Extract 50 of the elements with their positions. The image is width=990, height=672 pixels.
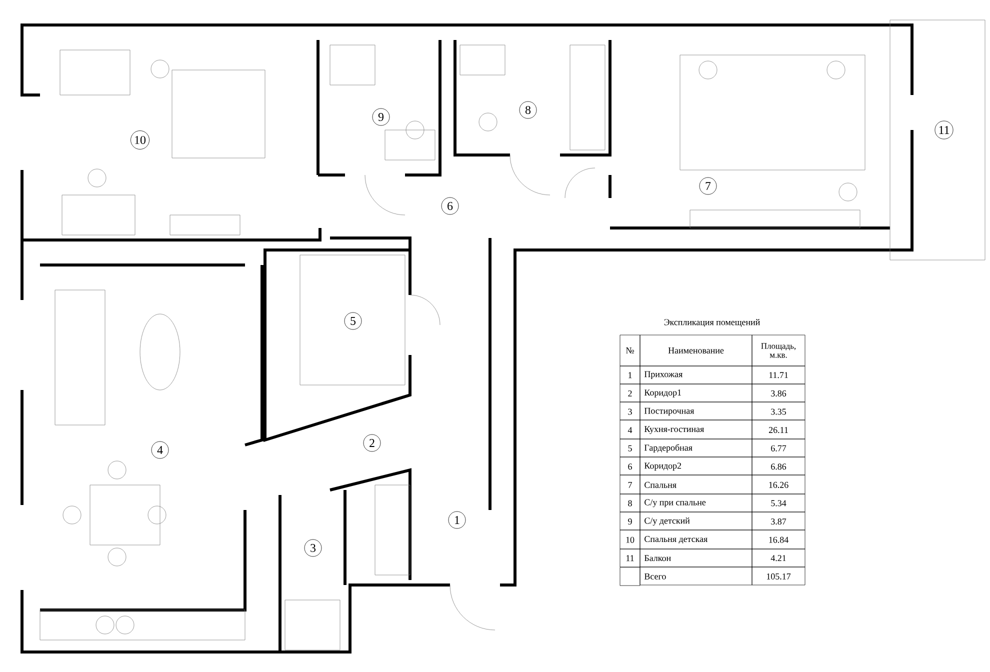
room-number: 10 <box>130 130 150 150</box>
room-number: 7 <box>699 177 717 195</box>
table-title: Экспликация помещений <box>664 319 760 327</box>
table-cell: 10 <box>620 530 640 550</box>
room-number: 6 <box>441 197 459 215</box>
table-cell: 11.71 <box>752 366 806 384</box>
table-cell: Прихожая <box>640 366 752 384</box>
table-cell: Площадь, м.кв. <box>752 334 806 366</box>
table-cell: 2 <box>620 384 640 402</box>
table-cell: 5 <box>620 438 640 458</box>
table-cell: Коридор1 <box>640 384 752 402</box>
room-number: 4 <box>151 441 169 459</box>
table-cell: Гардеробная <box>640 438 752 458</box>
table-cell: 105.17 <box>752 566 806 586</box>
table-cell: 6.77 <box>752 438 806 458</box>
table-cell: 3.87 <box>752 512 806 530</box>
table-cell: 3.86 <box>752 384 806 402</box>
room-number: 11 <box>934 120 954 140</box>
table-cell: 6 <box>620 456 640 476</box>
table-cell: 26.11 <box>752 420 806 440</box>
room-number: 9 <box>372 108 390 126</box>
table-cell: 4.21 <box>752 548 806 568</box>
table-cell: Кухня-гостиная <box>640 420 752 440</box>
table-cell: 3 <box>620 402 640 420</box>
table-cell: 16.26 <box>752 474 806 494</box>
table-cell: С/у детский <box>640 512 752 530</box>
table-cell: № <box>620 334 640 366</box>
table-cell: 5.34 <box>752 494 806 512</box>
table-cell: Всего <box>640 566 752 586</box>
table-cell: 1 <box>620 366 640 384</box>
table-cell: 3.35 <box>752 402 806 420</box>
table-cell: Балкон <box>640 548 752 568</box>
table-cell: 9 <box>620 512 640 530</box>
table-cell: С/у при спальне <box>640 494 752 512</box>
room-number: 2 <box>363 434 381 452</box>
table-cell: 16.84 <box>752 530 806 550</box>
table-cell: Постирочная <box>640 402 752 420</box>
table-cell: 4 <box>620 420 640 440</box>
table-cell: 8 <box>620 494 640 512</box>
room-number: 1 <box>448 511 466 529</box>
table-cell: 11 <box>620 548 640 568</box>
table-cell: 7 <box>620 474 640 494</box>
room-number: 8 <box>519 101 537 119</box>
table-cell: Спальня <box>640 474 752 494</box>
room-number: 5 <box>344 312 362 330</box>
table-cell: Наименование <box>640 334 752 366</box>
room-number: 3 <box>304 539 322 557</box>
table-cell: Спальня детская <box>640 530 752 550</box>
table-cell: Коридор2 <box>640 456 752 476</box>
table-cell: 6.86 <box>752 456 806 476</box>
